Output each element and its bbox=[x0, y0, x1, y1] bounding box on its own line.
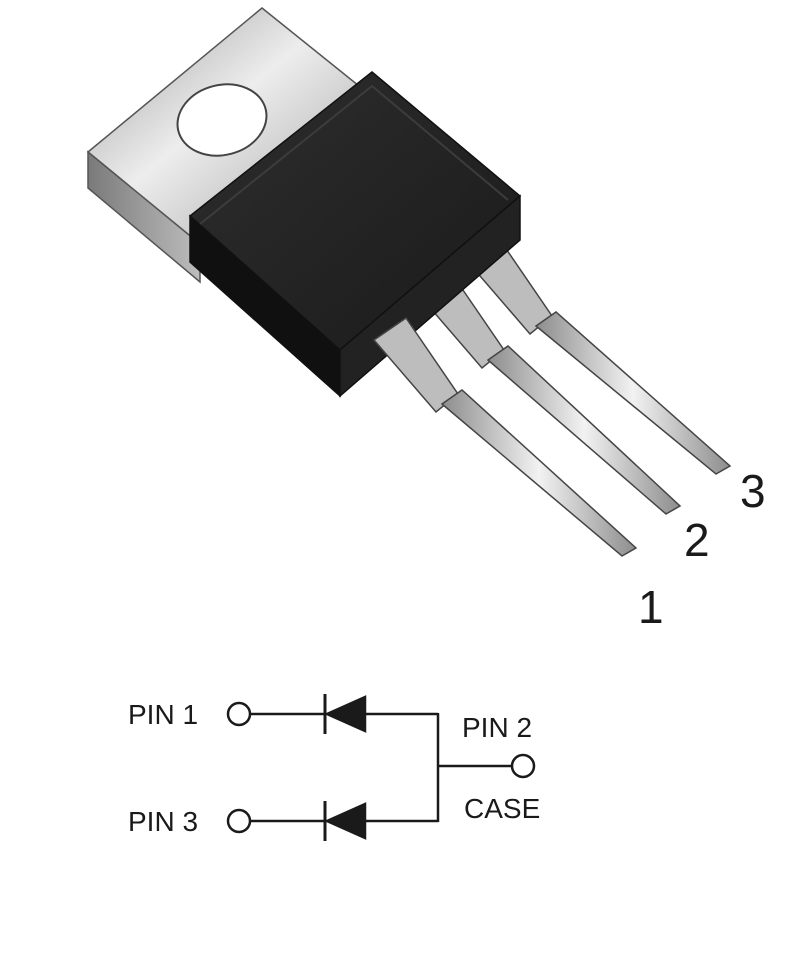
to220-package: 3 2 1 bbox=[86, 7, 766, 633]
pin2-terminal bbox=[510, 753, 536, 779]
pin3-terminal bbox=[226, 808, 252, 834]
schematic-labels: PIN 1 PIN 3 PIN 2 CASE bbox=[128, 699, 540, 837]
pin-number-2: 2 bbox=[684, 514, 710, 566]
pin-number-3: 3 bbox=[740, 465, 766, 517]
pin1-terminal bbox=[226, 701, 252, 727]
case-label: CASE bbox=[464, 793, 540, 824]
mounting-tab bbox=[86, 7, 376, 284]
diode2-triangle bbox=[323, 802, 367, 840]
mounting-hole bbox=[176, 83, 268, 157]
pin3-label: PIN 3 bbox=[128, 806, 198, 837]
schematic bbox=[226, 694, 536, 841]
pin2-label: PIN 2 bbox=[462, 712, 532, 743]
pin-number-1: 1 bbox=[638, 581, 664, 633]
diode1-triangle bbox=[323, 695, 367, 733]
lead-1 bbox=[372, 316, 638, 557]
pin1-label: PIN 1 bbox=[128, 699, 198, 730]
